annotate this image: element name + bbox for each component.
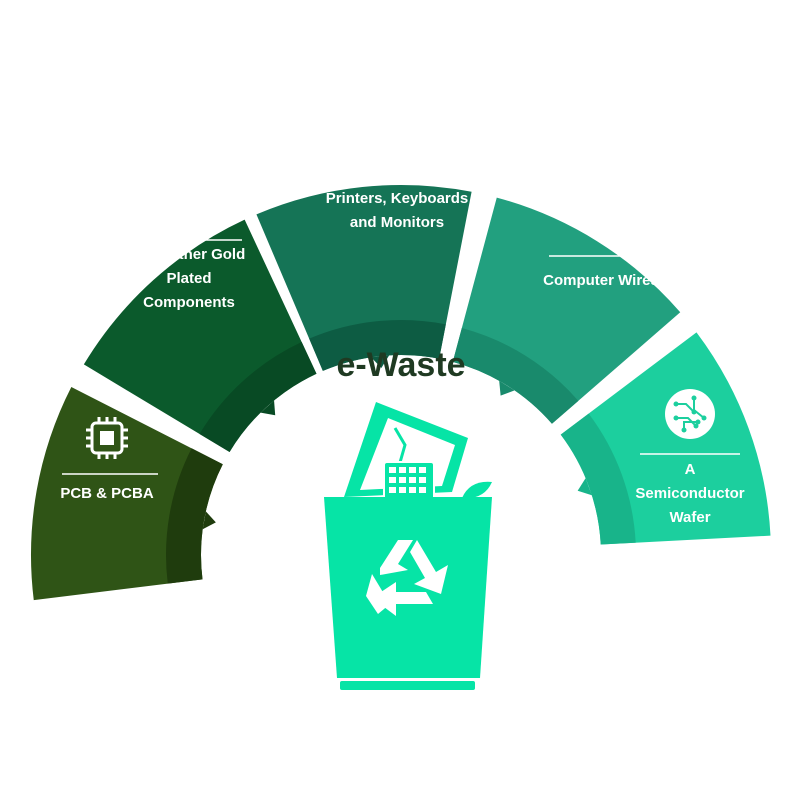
keyboard-icon [383, 461, 435, 503]
segment-3: Computer Scrap: Printers, Keyboards and Mo… [256, 111, 472, 371]
segment-inner-band [199, 342, 317, 452]
segment-inner-band [309, 320, 446, 371]
segment-pointer [499, 380, 515, 396]
leaf-icon [462, 481, 492, 499]
wafer-icon [665, 389, 715, 439]
segment-label-line: Semiconductor [635, 485, 744, 502]
usb-cable-icon [579, 198, 623, 237]
recycle-bin-icon [324, 402, 492, 690]
segment-4: Computer Wires [452, 197, 681, 424]
segment-label-line: Computer Scrap: [336, 166, 458, 183]
computer-icon [357, 111, 426, 152]
segment-label-line: Printers, Keyboards [326, 190, 469, 207]
segment-label-line: Computer Wires [543, 272, 659, 289]
segment-pointer [577, 478, 592, 496]
diagram-title: e-Waste [336, 346, 465, 384]
segment-inner-band [560, 413, 636, 545]
segment-pointer [371, 355, 390, 369]
segment-inner-band [165, 448, 223, 584]
recycle-icon [366, 540, 448, 616]
segment-label: Computer Wires [543, 272, 659, 289]
segment-label-line: Plated [166, 270, 211, 287]
segment-label-line: Components [143, 294, 235, 311]
segment-pointer [260, 400, 276, 416]
ic-component-icon [162, 198, 214, 222]
segment-label-line: PCB & PCBA [60, 485, 154, 502]
segment-label-line: and Monitors [350, 214, 444, 231]
segment-label-line: Wafer [669, 509, 710, 526]
segment-1: PCB & PCBA [30, 387, 223, 601]
segment-label: PCB & PCBA [60, 485, 154, 502]
microchip-icon [86, 417, 128, 459]
segment-label-line: IC & Other Gold [133, 246, 246, 263]
segment-label-line: A [685, 461, 696, 478]
segment-inner-band [452, 328, 579, 424]
segment-label: Computer Scrap: Printers, Keyboards and Mo… [326, 166, 469, 231]
segment-pointer [202, 511, 216, 530]
